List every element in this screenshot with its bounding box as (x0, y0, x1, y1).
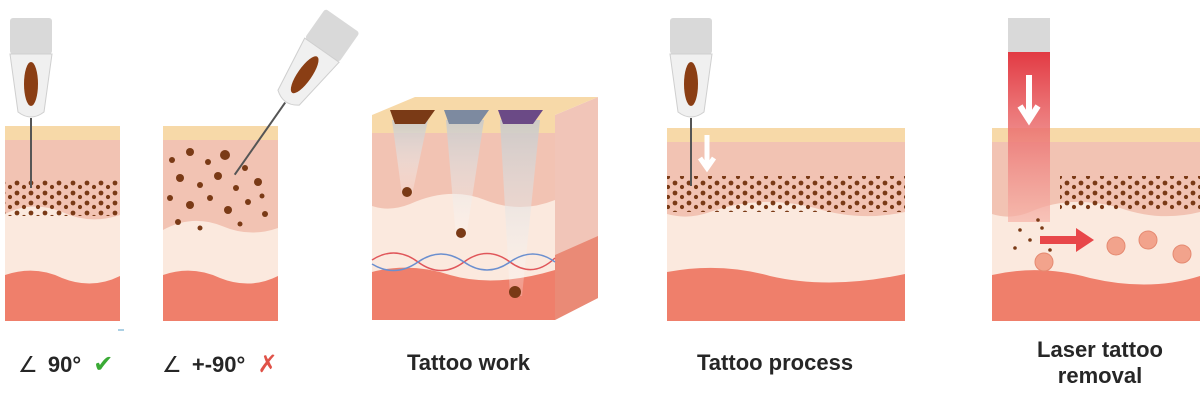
ink-particles (1060, 176, 1200, 210)
angle-value: +-90° (191, 352, 246, 377)
ink-violet (498, 110, 543, 124)
panel-angle-90 (5, 18, 120, 321)
ink-particles-scattered (167, 148, 268, 231)
caption-laser-line2: removal (1057, 363, 1143, 388)
caption-angle-90: ∠ 90° ✔ (18, 350, 113, 379)
ink-slate (444, 110, 489, 124)
needle-icon (9, 18, 53, 188)
angle-value: 90° (47, 352, 82, 377)
panel-tattoo-process (667, 18, 905, 321)
panel-angle-other (163, 9, 359, 321)
fragmented-ink (1013, 218, 1052, 252)
needle-icon (233, 9, 359, 176)
arrow-down-icon (697, 135, 717, 173)
arrow-down-icon (1017, 75, 1041, 126)
ink-particles (5, 180, 120, 216)
cross-icon: ✗ (257, 351, 278, 378)
needle-icon (669, 18, 713, 186)
caption-tattoo-work: Tattoo work (407, 350, 531, 375)
caption-laser-removal: Laser tattoo removal (1010, 337, 1190, 389)
panel-tattoo-work (371, 97, 598, 320)
angle-symbol: ∠ (18, 352, 38, 377)
ink-brown (390, 110, 435, 124)
angle-symbol: ∠ (162, 352, 182, 377)
caption-angle-other: ∠ +-90° ✗ (162, 350, 278, 379)
check-icon: ✔ (93, 351, 114, 378)
panel-laser-removal (992, 18, 1200, 321)
ink-particles (667, 176, 905, 212)
macrophage-cells (1034, 230, 1192, 272)
caption-laser-line1: Laser tattoo (1037, 337, 1163, 362)
caption-tattoo-process: Tattoo process (697, 350, 854, 375)
laser-head (1008, 18, 1050, 52)
arrow-right-icon (1076, 228, 1094, 252)
